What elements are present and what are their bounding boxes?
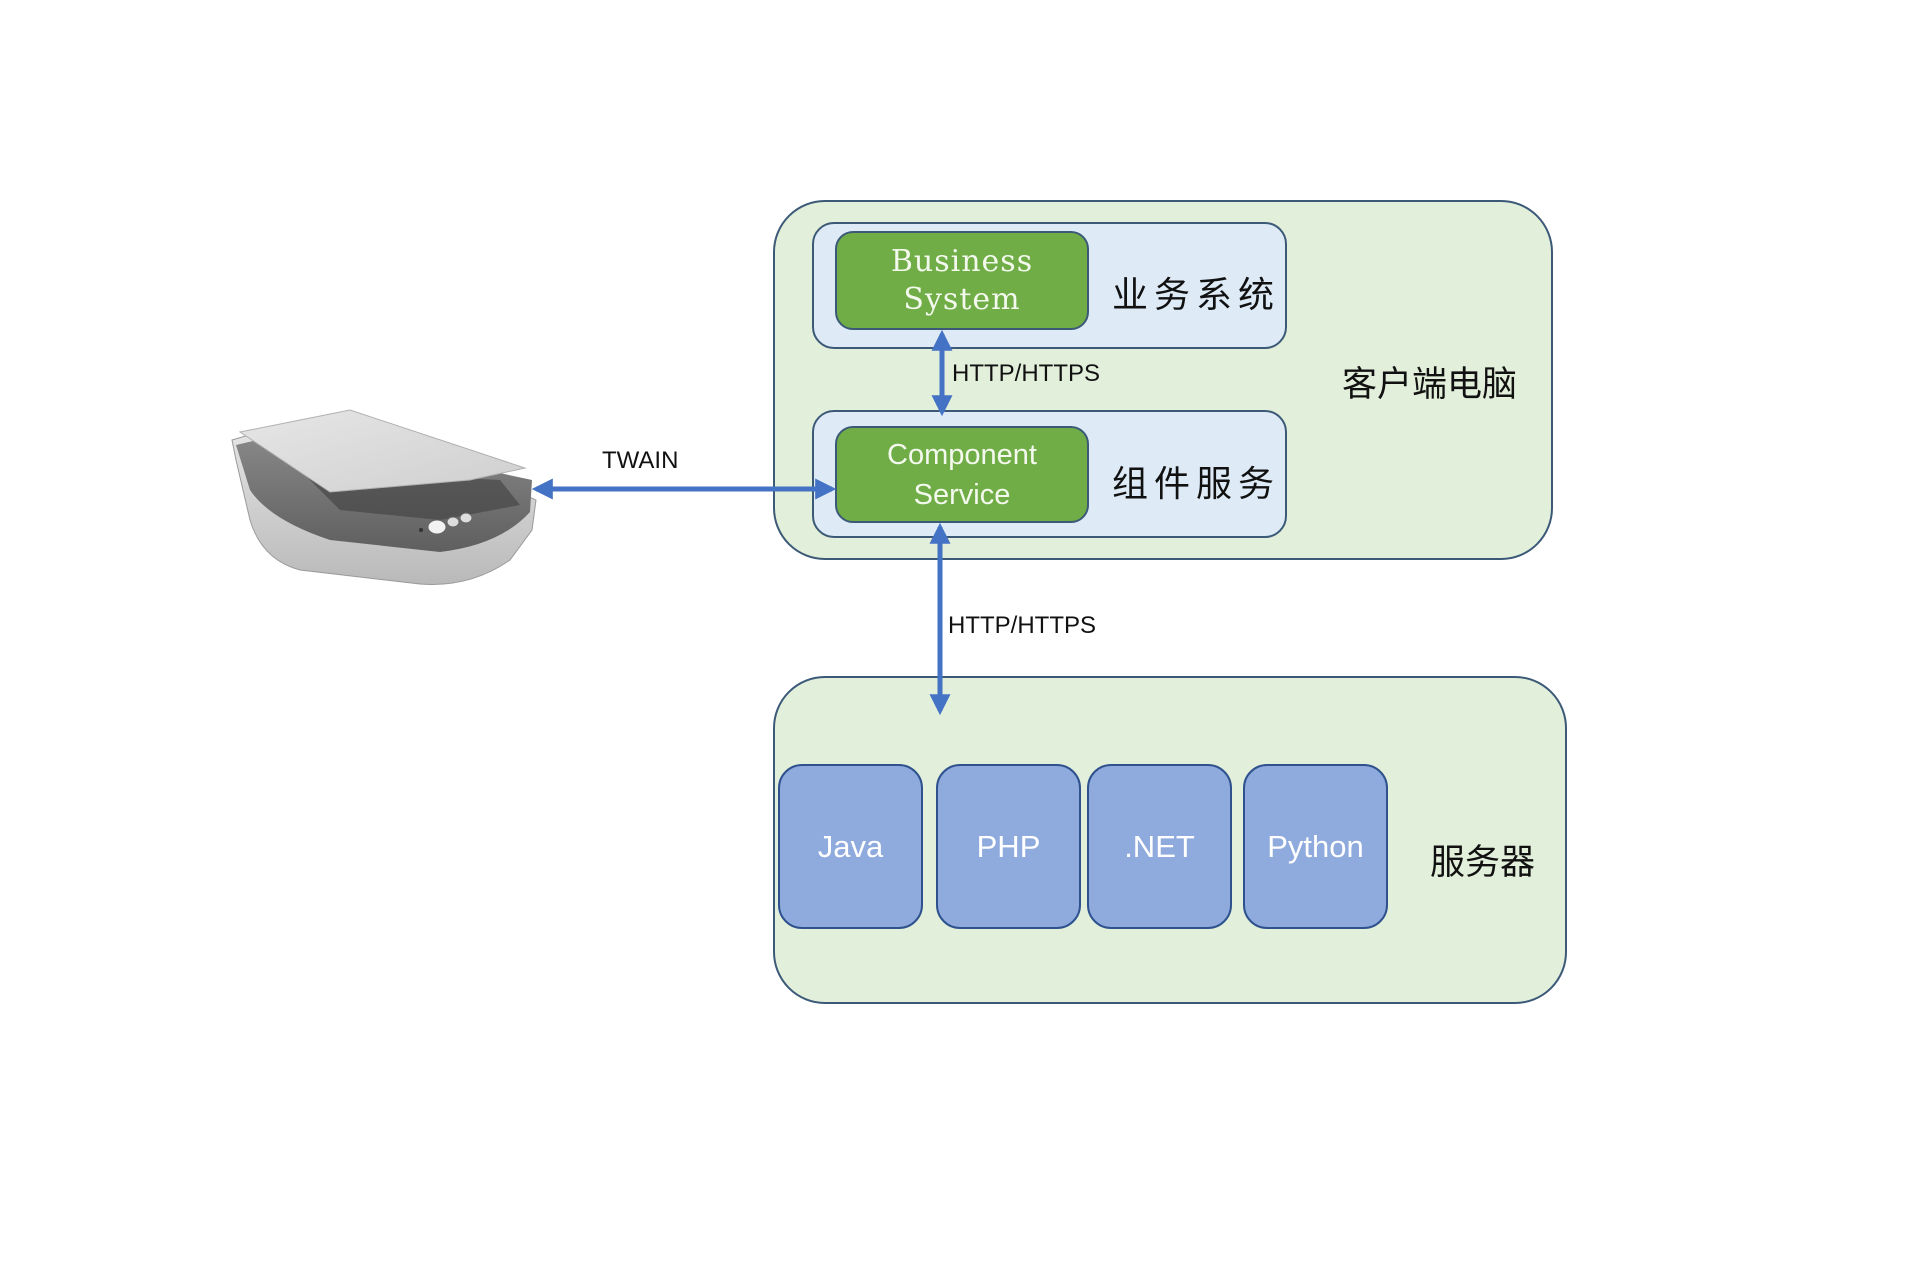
server-label: 服务器 [1430,843,1536,883]
language-php: PHP [936,764,1081,929]
scanner-icon [231,409,537,585]
language-label: PHP [976,828,1041,864]
language-python: Python [1243,764,1388,929]
component-service-node: Component Service [835,426,1089,523]
edge-label-business-component: HTTP/HTTPS [952,360,1100,387]
component-service-cn-label: 组件服务 [1112,464,1281,505]
language-java: Java [778,764,923,929]
business-system-label: Business System [890,243,1034,317]
component-service-label: Component Service [887,438,1037,511]
language-dotnet: .NET [1087,764,1232,929]
language-label: Java [817,828,884,864]
language-label: Python [1267,828,1364,864]
client-computer-label: 客户端电脑 [1342,365,1518,405]
business-system-cn-label: 业务系统 [1112,275,1281,316]
business-system-node: Business System [835,231,1089,330]
edge-label-component-server: HTTP/HTTPS [948,612,1096,639]
language-label: .NET [1124,828,1195,864]
edge-label-twain: TWAIN [602,447,679,474]
